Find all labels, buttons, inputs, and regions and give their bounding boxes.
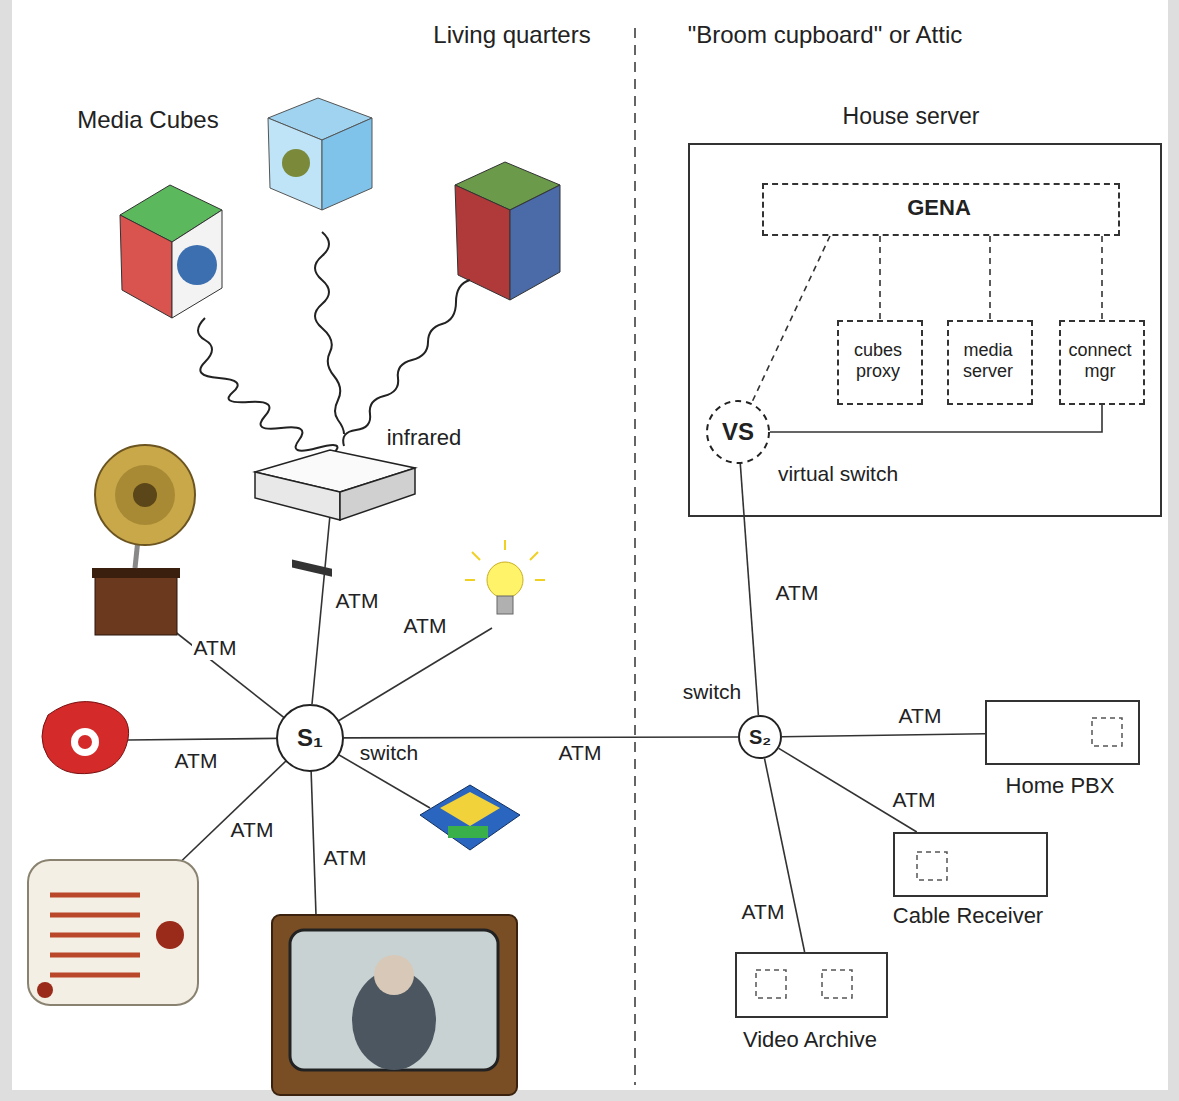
fax-machine [420,785,520,850]
connector [879,236,881,320]
connector [770,405,1102,432]
node-label: GENA [907,195,971,220]
node-caption: virtual switch [778,462,898,486]
outline-box [893,832,1048,897]
circle-line [739,716,781,758]
node-label: House server [843,103,980,129]
node-label: Cable Receiver [893,903,1043,928]
circle-line [707,401,769,463]
box-node: Cable Receiver [893,832,1048,897]
link-label: ATM [557,741,604,765]
connector [782,734,985,737]
link-label: ATM [334,589,381,613]
connector [752,236,830,403]
media-cube [455,162,560,300]
switch-node: S₁switch [276,704,344,772]
media-cube [268,98,372,210]
link-label: ATM [402,614,449,638]
television [272,915,517,1095]
connector [740,464,758,715]
switch-node: VSvirtual switch [706,400,770,464]
outline-box [735,952,888,1018]
link-label: ATM [322,846,369,870]
node-caption: switch [360,741,418,765]
link-label: ATM [891,788,938,812]
node-label: S₁ [297,724,323,752]
link-label: ATM [173,749,220,773]
node-label: media server [951,340,1025,381]
link-label: ATM [192,636,239,660]
node-label: S₂ [749,726,771,749]
connector [1101,236,1103,320]
media-cube [120,185,222,318]
node-label: cubes proxy [841,340,915,381]
box-node: media server [947,320,1033,405]
gramophone [92,445,195,635]
slot-mark [756,718,1122,998]
box-node: Home PBX [985,700,1140,765]
node-label: Home PBX [1006,773,1115,798]
radio [28,860,198,1005]
link-label: ATM [774,581,821,605]
connector [989,236,991,320]
box-node: GENA [762,183,1120,236]
node-label: Video Archive [743,1027,877,1052]
link-label: ATM [740,900,787,924]
circle-line [277,705,343,771]
connector [344,736,738,739]
box-node: cubes proxy [837,320,923,405]
divider-line [634,28,636,1085]
node-label: connect mgr [1063,340,1137,381]
switch-node: S₂switch [738,715,782,759]
node-caption: switch [683,680,741,704]
node-label: VS [722,418,754,446]
box-node: connect mgr [1059,320,1145,405]
light-bulb [465,540,545,614]
link-label: ATM [897,704,944,728]
box-node: Video Archive [735,952,888,1018]
outline-box [985,700,1140,765]
device-wires [128,515,492,915]
link-label: ATM [229,818,276,842]
infrared-receiver [255,450,415,577]
region-label: "Broom cupboard" or Attic [686,21,965,49]
region-label: Media Cubes [75,106,220,134]
telephone [42,702,129,774]
region-label: Living quarters [431,21,592,49]
region-label: infrared [385,425,464,450]
infrared-wave [198,232,470,454]
